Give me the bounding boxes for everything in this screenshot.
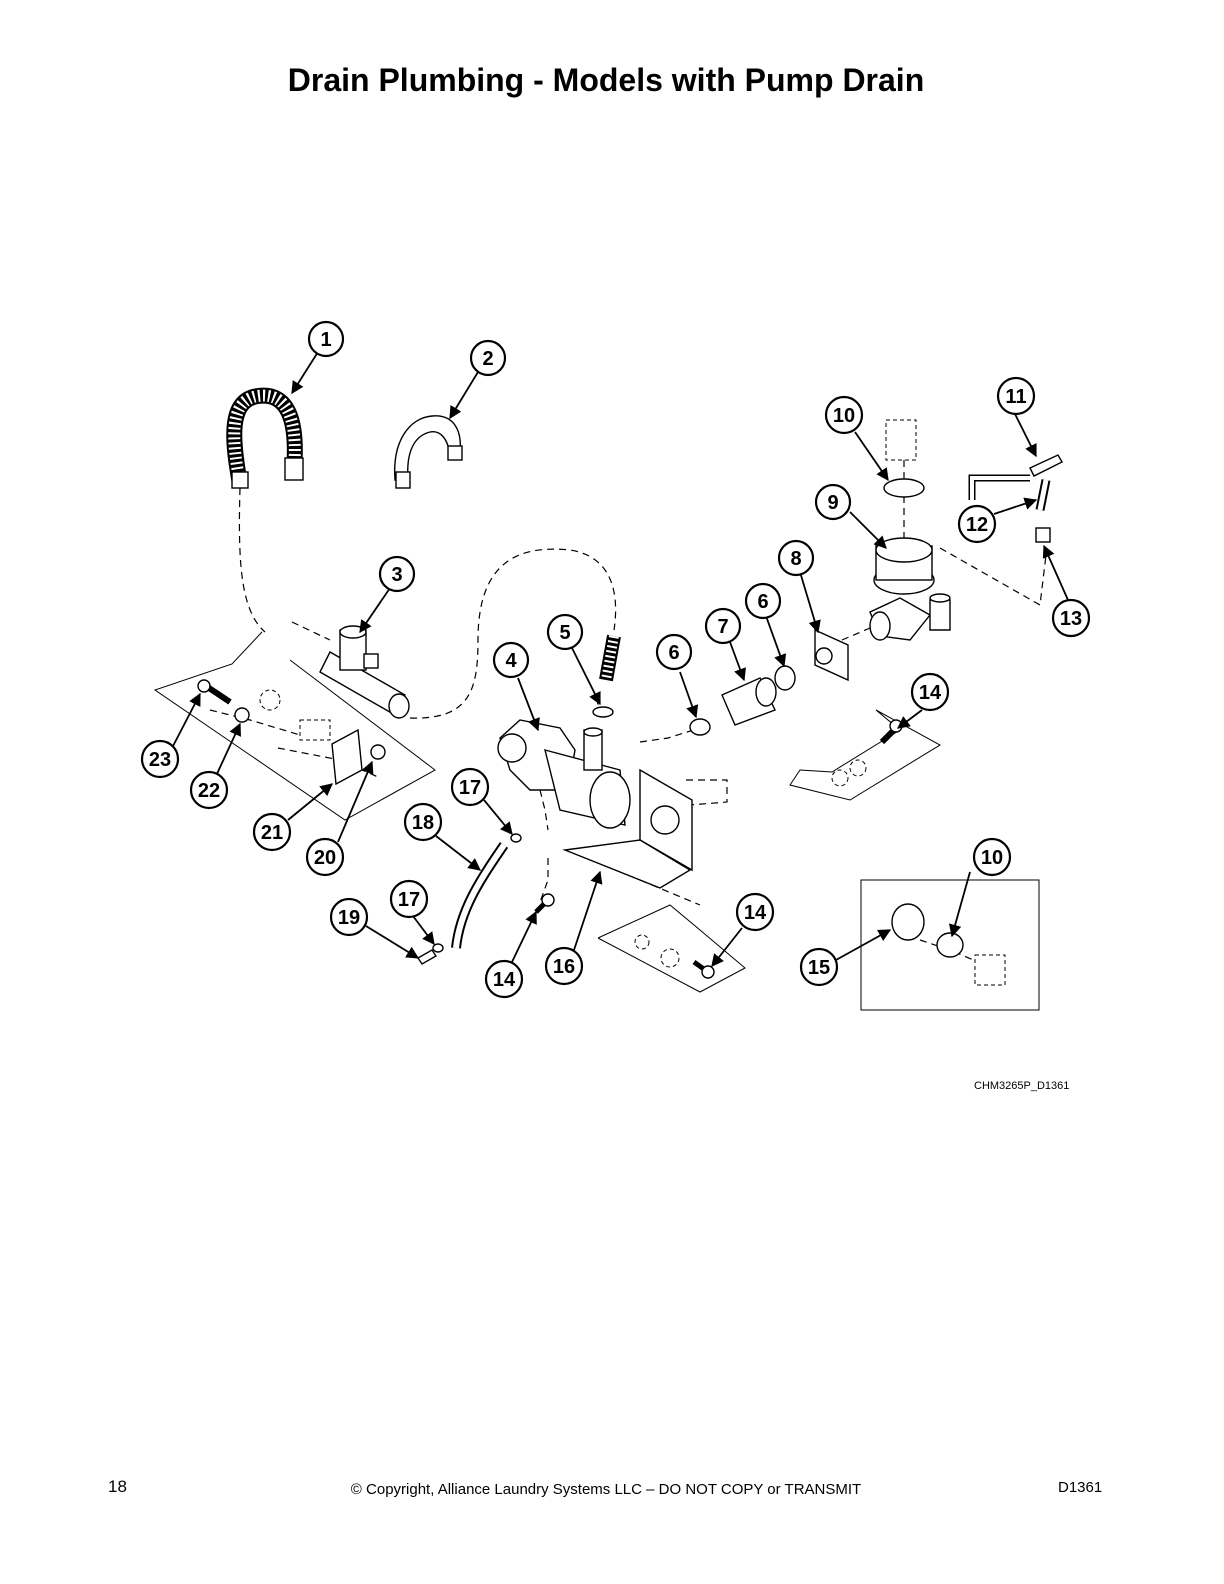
callout-12: 12	[957, 504, 997, 544]
svg-text:4: 4	[505, 650, 517, 672]
callout-13: 13	[1051, 598, 1091, 638]
callout-6a: 6	[655, 633, 693, 671]
hardware-parts	[197, 679, 903, 979]
svg-text:22: 22	[198, 780, 220, 802]
callout-leaders	[171, 351, 1069, 967]
callout-14b: 14	[735, 892, 775, 932]
callout-10a: 10	[824, 395, 864, 435]
svg-text:17: 17	[459, 777, 481, 799]
drain-hose-part	[226, 387, 304, 489]
svg-text:14: 14	[493, 969, 516, 991]
svg-text:1: 1	[320, 329, 331, 351]
svg-text:2: 2	[482, 348, 493, 370]
callout-9: 9	[814, 483, 852, 521]
svg-text:13: 13	[1060, 608, 1082, 630]
callout-17b: 17	[389, 879, 429, 919]
standpipe-elbow-part	[869, 419, 951, 641]
svg-text:18: 18	[412, 812, 434, 834]
svg-text:23: 23	[149, 749, 171, 771]
callout-8: 8	[777, 539, 815, 577]
air-tube-parts	[968, 454, 1063, 543]
callout-18: 18	[403, 802, 443, 842]
callout-20: 20	[305, 837, 345, 877]
svg-text:5: 5	[559, 622, 570, 644]
page-number: 18	[108, 1477, 127, 1496]
callout-1: 1	[307, 320, 345, 358]
svg-text:3: 3	[391, 564, 402, 586]
svg-text:20: 20	[314, 847, 336, 869]
document-id: D1361	[1058, 1479, 1103, 1496]
svg-text:7: 7	[717, 616, 728, 638]
hose-clamp-6a	[689, 718, 711, 736]
svg-text:21: 21	[261, 822, 283, 844]
callout-14c: 14	[484, 959, 524, 999]
callout-16: 16	[544, 946, 584, 986]
inset-box	[860, 879, 1040, 1011]
svg-text:6: 6	[757, 591, 768, 613]
drain-pump-part	[497, 719, 631, 829]
copyright-notice: © Copyright, Alliance Laundry Systems LL…	[350, 1481, 862, 1498]
vent-hose-part	[592, 634, 621, 718]
pump-bracket-part	[562, 768, 693, 889]
callout-3: 3	[378, 555, 416, 593]
callout-21: 21	[252, 812, 292, 852]
callout-4: 4	[492, 641, 530, 679]
callout-7: 7	[704, 607, 742, 645]
hose-clip-part	[394, 415, 463, 489]
svg-text:6: 6	[668, 642, 679, 664]
outlet-hose-parts	[689, 628, 849, 736]
callout-19: 19	[329, 897, 369, 937]
callout-17a: 17	[450, 767, 490, 807]
page-title: Drain Plumbing - Models with Pump Drain	[287, 62, 925, 98]
callouts: 1 2 3 4 5 6 6 7 8 9 10 10 11 12 13 14 14…	[140, 320, 1091, 999]
svg-text:12: 12	[966, 514, 988, 536]
tee-fitting-part	[319, 625, 410, 719]
figure-code: CHM3265P_D1361	[974, 1080, 1070, 1092]
svg-text:8: 8	[790, 548, 801, 570]
callout-6b: 6	[744, 582, 782, 620]
ghost-hose	[885, 419, 917, 461]
callout-11: 11	[996, 376, 1036, 416]
svg-text:19: 19	[338, 907, 360, 929]
svg-text:9: 9	[827, 492, 838, 514]
svg-text:14: 14	[919, 682, 942, 704]
svg-text:14: 14	[744, 902, 767, 924]
callout-10b: 10	[972, 837, 1012, 877]
callout-22: 22	[189, 770, 229, 810]
callout-14a: 14	[910, 672, 950, 712]
svg-text:10: 10	[981, 847, 1003, 869]
svg-text:16: 16	[553, 956, 575, 978]
callout-2: 2	[469, 339, 507, 377]
clamp-10a	[883, 478, 925, 498]
callout-15: 15	[799, 947, 839, 987]
svg-text:11: 11	[1005, 386, 1026, 408]
svg-text:15: 15	[808, 957, 830, 979]
inset-parts	[891, 903, 1006, 986]
hose-clamp-6b	[774, 665, 796, 691]
svg-text:10: 10	[833, 405, 855, 427]
callout-23: 23	[140, 739, 180, 779]
callout-5: 5	[546, 613, 584, 651]
svg-text:17: 17	[398, 889, 420, 911]
